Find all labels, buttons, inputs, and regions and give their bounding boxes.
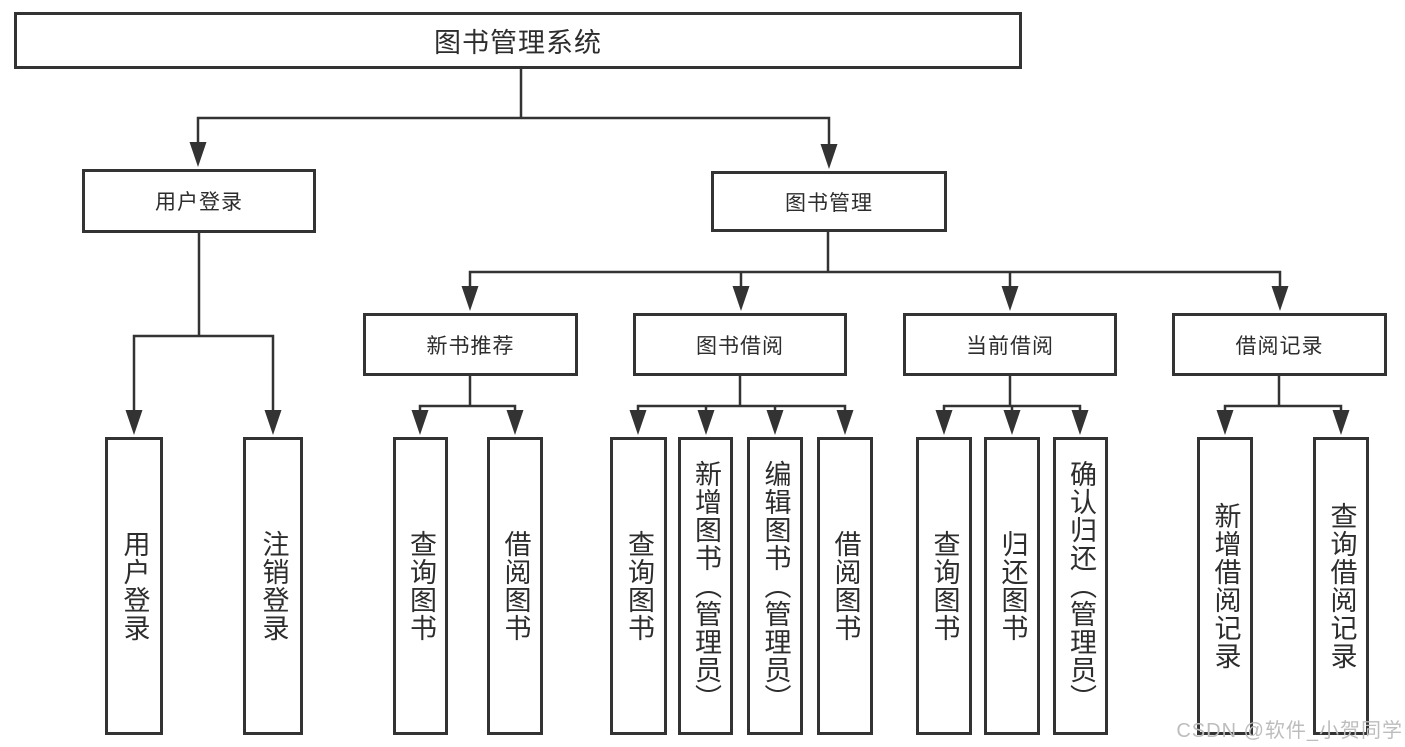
leaf-add-borrow-record-label: 新增借阅记录 — [1210, 502, 1241, 670]
leaf-confirm-return-admin: 确认归还（管理员） — [1053, 437, 1108, 735]
leaf-borrow-books-recommend-label: 借阅图书 — [500, 530, 531, 642]
leaf-return-books: 归还图书 — [984, 437, 1040, 735]
node-book-management: 图书管理 — [711, 171, 947, 232]
node-book-borrowing: 图书借阅 — [633, 313, 847, 376]
connector-segments — [132, 67, 1343, 414]
leaf-add-borrow-record: 新增借阅记录 — [1197, 437, 1253, 735]
node-user-login: 用户登录 — [82, 169, 316, 233]
leaf-query-books-borrowing-label: 查询图书 — [624, 530, 655, 642]
leaf-confirm-return-admin-label: 确认归还（管理员） — [1066, 460, 1097, 712]
csdn-watermark: CSDN @软件_小贺同学 — [1176, 720, 1403, 742]
leaf-query-books-recommend-label: 查询图书 — [406, 530, 437, 642]
leaf-borrow-books-recommend: 借阅图书 — [487, 437, 543, 735]
leaf-user-login: 用户登录 — [105, 437, 163, 735]
node-borrowing-records: 借阅记录 — [1172, 313, 1387, 376]
leaf-return-books-label: 归还图书 — [997, 530, 1028, 642]
arrow-heads — [125, 142, 1350, 435]
node-root: 图书管理系统 — [14, 12, 1022, 69]
node-current-borrowing: 当前借阅 — [903, 313, 1117, 376]
node-new-book-recommendation: 新书推荐 — [363, 313, 578, 376]
leaf-query-books-current-label: 查询图书 — [929, 530, 960, 642]
leaf-logout: 注销登录 — [243, 437, 303, 735]
leaf-borrow-books-borrowing: 借阅图书 — [817, 437, 873, 735]
leaf-query-books-borrowing: 查询图书 — [610, 437, 667, 735]
leaf-add-books-admin: 新增图书（管理员） — [678, 437, 733, 735]
leaf-edit-books-admin: 编辑图书（管理员） — [747, 437, 803, 735]
leaf-borrow-books-borrowing-label: 借阅图书 — [830, 530, 861, 642]
leaf-user-login-label: 用户登录 — [119, 530, 150, 642]
leaf-query-borrow-record-label: 查询借阅记录 — [1326, 502, 1357, 670]
leaf-add-books-admin-label: 新增图书（管理员） — [691, 460, 722, 712]
leaf-query-books-current: 查询图书 — [916, 437, 972, 735]
leaf-query-books-recommend: 查询图书 — [393, 437, 448, 735]
leaf-query-borrow-record: 查询借阅记录 — [1313, 437, 1369, 735]
leaf-edit-books-admin-label: 编辑图书（管理员） — [760, 460, 791, 712]
leaf-logout-label: 注销登录 — [258, 530, 289, 642]
